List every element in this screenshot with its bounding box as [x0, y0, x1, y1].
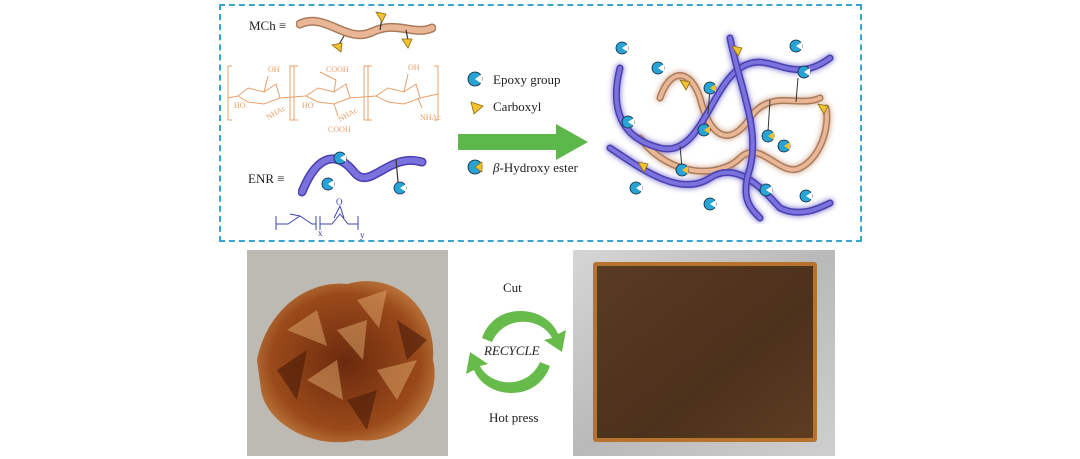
- epoxy-group-icon: [629, 181, 643, 195]
- mch-cooh-2: COOH: [328, 125, 351, 134]
- hot-press-label: Hot press: [489, 410, 539, 425]
- mch-label: MCh ≡: [249, 18, 287, 33]
- epoxy-group-icon: [703, 197, 717, 211]
- epoxy-group-icon: [759, 183, 773, 197]
- mch-ho-2: HO: [302, 101, 314, 110]
- enr-x-subscript: x: [318, 228, 323, 238]
- epoxy-group-icon: [621, 115, 635, 129]
- epoxy-group-icon: [651, 61, 665, 75]
- recycle-arrows: [466, 311, 566, 393]
- beta-hydroxy-ester-icon: [467, 159, 483, 175]
- mch-oh-1: OH: [268, 65, 280, 74]
- mch-chain-illustration: [296, 11, 436, 53]
- carboxyl-icon: [679, 79, 691, 91]
- beta-hydroxy-ester-icon: [675, 163, 689, 177]
- mch-cooh-1: COOH: [326, 65, 349, 74]
- carboxyl-icon: [470, 101, 484, 115]
- carboxyl-icon: [375, 11, 387, 23]
- mch-chemical-structure: OH COOH OH HO NHAc HO NHAc NHAc COOH: [227, 63, 441, 134]
- beta-hydroxy-ester-icon: [761, 129, 775, 143]
- legend-carboxyl-label: Carboxyl: [493, 99, 542, 114]
- enr-label: ENR ≡: [248, 171, 285, 186]
- beta-hydroxy-ester-icon: [697, 123, 711, 137]
- mch-nhac-1: NHAc: [265, 103, 288, 121]
- enr-y-subscript: y: [360, 230, 365, 240]
- epoxy-group-icon: [393, 181, 407, 195]
- epoxy-group-icon: [321, 177, 335, 191]
- mch-nhac-2: NHAc: [337, 105, 360, 123]
- carboxyl-icon: [401, 38, 413, 49]
- beta-hydroxy-ester-icon: [777, 139, 791, 153]
- beta-hydroxy-ester-icon: [703, 81, 717, 95]
- hot-pressed-sheet-photo: [573, 250, 835, 456]
- epoxy-group-icon: [467, 71, 483, 87]
- cut-pieces-photo: [247, 250, 448, 456]
- enr-chain-illustration: [298, 151, 427, 197]
- legend-beta-hydroxy-ester-label: β-Hydroxy ester: [493, 160, 578, 175]
- epoxy-group-icon: [615, 41, 629, 55]
- carboxyl-icon: [731, 45, 743, 57]
- carboxyl-icon: [637, 161, 649, 173]
- epoxy-group-icon: [797, 65, 811, 79]
- enr-chemical-structure: x y O: [275, 197, 365, 240]
- schematic-frame: [219, 4, 862, 242]
- epoxy-group-icon: [799, 189, 813, 203]
- carboxyl-icon: [331, 42, 343, 53]
- crosslinked-network-illustration: [606, 34, 834, 222]
- mch-ho-1: HO: [234, 101, 246, 110]
- reaction-arrow: [458, 124, 588, 160]
- epoxy-group-icon: [333, 151, 347, 165]
- cut-label: Cut: [503, 280, 522, 295]
- legend-epoxy-label: Epoxy group: [493, 72, 561, 87]
- epoxy-group-icon: [789, 39, 803, 53]
- enr-oxygen: O: [336, 197, 343, 207]
- carboxyl-icon: [817, 103, 829, 115]
- mch-oh-2: OH: [408, 63, 420, 72]
- mch-nhac-3: NHAc: [420, 113, 441, 122]
- recycle-label: RECYCLE: [484, 343, 540, 358]
